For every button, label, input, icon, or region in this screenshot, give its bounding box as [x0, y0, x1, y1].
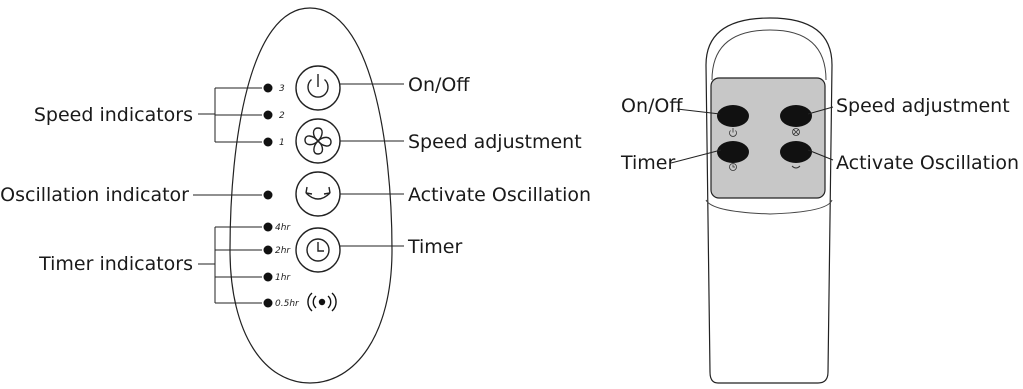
speed-indicator-dot-3 [263, 83, 273, 93]
timer-indicator-dot-1hr [263, 272, 273, 282]
power-icon [729, 128, 737, 137]
right-on-off-button[interactable] [717, 105, 749, 127]
oscillation-indicator-label: Oscillation indicator [0, 184, 189, 206]
timer-indicators-label: Timer indicators [38, 253, 193, 275]
timer-indicator-dot-4hr [263, 222, 273, 232]
timer-label: Timer [407, 236, 462, 258]
speed-adjustment-label: Speed adjustment [408, 131, 582, 153]
right-on-off-callout-line [676, 108, 721, 115]
right-oscillation-button[interactable] [780, 141, 812, 163]
oscillation-indicator-dot [263, 190, 273, 200]
power-button[interactable] [295, 65, 341, 111]
fan-icon [792, 128, 800, 136]
timer-indicator-dot-0-5hr [263, 298, 273, 308]
right-timer-button[interactable] [717, 141, 749, 163]
timer-level-1hr: 1hr [275, 273, 291, 283]
clock-icon [729, 163, 737, 171]
oscillation-icon [305, 186, 331, 200]
on-off-label: On/Off [408, 74, 470, 96]
speed-level-2: 2 [279, 111, 285, 121]
oscillation-icon [791, 165, 801, 169]
activate-oscillation-label: Activate Oscillation [408, 184, 591, 206]
right-speed-callout-line [807, 106, 834, 115]
speed-level-3: 3 [279, 84, 285, 94]
right-timer-label: Timer [620, 152, 675, 174]
clock-icon [306, 238, 330, 262]
speed-level-1: 1 [279, 138, 285, 148]
right-timer-callout-line [670, 149, 722, 164]
right-oscillation-callout-line [807, 149, 834, 161]
right-remote-head-rim [711, 29, 827, 81]
right-activate-oscillation-label: Activate Oscillation [836, 152, 1019, 174]
oscillation-button[interactable] [295, 171, 341, 217]
timer-level-0-5hr: 0.5hr [275, 299, 300, 309]
right-speed-adjustment-label: Speed adjustment [836, 95, 1010, 117]
left-remote: 3 2 1 4hr 2hr 1hr 0.5hr [0, 7, 591, 384]
speed-indicators-label: Speed indicators [34, 104, 193, 126]
right-remote-rim [705, 199, 833, 215]
speed-indicator-dot-1 [263, 137, 273, 147]
speed-indicators-bracket [198, 87, 262, 143]
timer-indicator-dot-2hr [263, 245, 273, 255]
timer-level-4hr: 4hr [275, 223, 291, 233]
speed-button[interactable] [295, 118, 341, 164]
timer-level-2hr: 2hr [275, 246, 291, 256]
right-speed-button[interactable] [780, 105, 812, 127]
right-remote-body [705, 17, 833, 384]
sound-icon [307, 292, 337, 312]
speed-indicator-dot-2 [263, 110, 273, 120]
power-icon [307, 74, 329, 98]
button-panel [710, 77, 826, 199]
right-remote: On/Off Timer Speed adjustment Activate O… [620, 17, 1019, 384]
right-on-off-label: On/Off [621, 95, 683, 117]
timer-button[interactable] [295, 227, 341, 273]
timer-indicators-bracket [198, 226, 262, 304]
fan-icon [304, 127, 332, 155]
